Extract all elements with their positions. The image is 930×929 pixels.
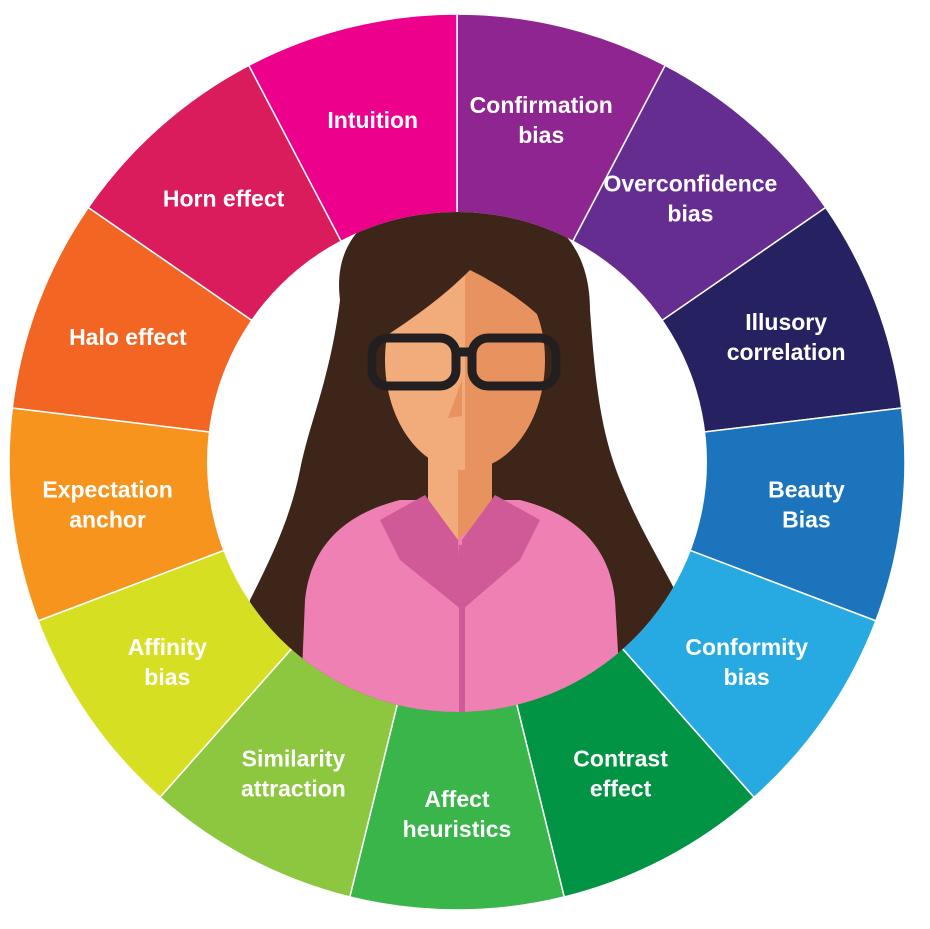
segment-label: Overconfidence bias: [603, 171, 777, 227]
collar-left: [380, 495, 462, 610]
collar-right: [462, 495, 540, 610]
segment-label: Expectation anchor: [42, 476, 172, 532]
segment-label-line: attraction: [241, 776, 346, 802]
segment-label: Contrast effect: [573, 746, 668, 802]
segment-label: Horn effect: [163, 186, 285, 212]
segment-label-line: Contrast: [573, 746, 668, 772]
hair-fringe: [380, 215, 561, 340]
segment-label-line: Illusory: [745, 309, 827, 335]
segment-label-line: correlation: [727, 339, 846, 365]
segment-label-line: heuristics: [403, 816, 512, 842]
segment-label-line: Intuition: [327, 107, 418, 133]
segment-label-line: Bias: [782, 506, 831, 532]
segment-label-line: bias: [518, 122, 564, 148]
segment-label-line: bias: [724, 664, 770, 690]
segment-label-line: bias: [667, 201, 713, 227]
woman-portrait: [240, 212, 700, 712]
segment-label-line: Halo effect: [69, 324, 187, 350]
segment-label-line: Affinity: [128, 634, 207, 660]
segment-label-line: bias: [144, 664, 190, 690]
segment-label: Illusory correlation: [727, 309, 846, 365]
glasses-icon: [367, 333, 561, 391]
segment-label-line: Overconfidence: [603, 171, 777, 197]
segment-label-line: Conformity: [685, 634, 808, 660]
segment-label-line: anchor: [69, 506, 146, 532]
segment-label: Affinity bias: [128, 634, 207, 690]
nose: [448, 380, 462, 418]
segment-label-line: Similarity: [242, 746, 346, 772]
segment-label-line: Confirmation: [470, 92, 613, 118]
segment-label-line: effect: [590, 776, 652, 802]
segment-label: Affect heuristics: [403, 786, 512, 842]
segment-label: Halo effect: [69, 324, 187, 350]
segment-label-line: Expectation: [42, 476, 172, 502]
segment-label-line: Horn effect: [163, 186, 285, 212]
segment-label: Intuition: [327, 107, 418, 133]
segment-label: Conformity bias: [685, 634, 808, 690]
segment-label-line: Beauty: [768, 476, 845, 502]
segment-label: Similarity attraction: [241, 746, 346, 802]
face-right: [465, 262, 545, 470]
segment-label-line: Affect: [424, 786, 490, 812]
segment-label: Confirmation bias: [470, 92, 613, 148]
